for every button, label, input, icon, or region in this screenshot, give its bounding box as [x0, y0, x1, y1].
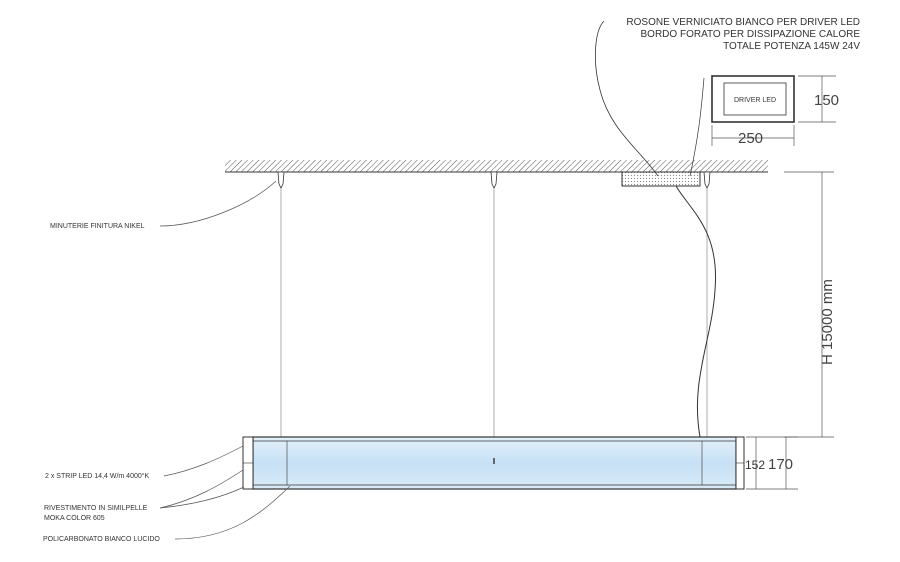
lamp-body — [242, 436, 745, 490]
rosone-canopy — [621, 171, 701, 187]
policarbonato-note: POLICARBONATO BIANCO LUCIDO — [43, 536, 160, 543]
rivestimento-leader-1 — [159, 469, 244, 509]
power-cable — [675, 185, 717, 438]
ceiling — [225, 160, 768, 173]
rivestimento-leader-2 — [159, 486, 245, 509]
rosone-note-line2: BORDO FORATO PER DISSIPAZIONE CALORE — [641, 29, 861, 40]
rosone-note-line3: TOTALE POTENZA 145W 24V — [723, 41, 860, 52]
suspension-cables — [280, 188, 708, 437]
body-dimension-lines — [746, 436, 798, 490]
strip-led-note: 2 x STRIP LED 14,4 W/m 4000°K — [45, 472, 150, 480]
rivestimento-note-line1: RIVESTIMENTO IN SIMILPELLE — [44, 505, 148, 512]
driver-leader — [689, 77, 705, 177]
rivestimento-note-line2: MOKA COLOR 605 — [44, 515, 105, 522]
policarbonato-leader — [174, 485, 291, 540]
ceiling-fixing-1 — [277, 171, 285, 189]
driver-height-dim: 150 — [814, 92, 839, 109]
body-inner-height-dim: 152 — [745, 458, 765, 472]
ceiling-fixing-3 — [703, 171, 711, 189]
body-outer-height-dim: 170 — [768, 456, 793, 473]
minuterie-note: MINUTERIE FINITURA NIKEL — [50, 223, 145, 230]
driver-dimension-lines — [711, 75, 836, 146]
rosone-note-line1: ROSONE VERNICIATO BIANCO PER DRIVER LED — [626, 17, 860, 28]
strip-led-leader — [163, 445, 244, 477]
driver-box — [711, 75, 795, 123]
minuterie-leader — [159, 180, 277, 227]
suspension-height-dim: H 15000 mm — [819, 279, 836, 365]
rosone-leader — [595, 20, 659, 177]
driver-label: DRIVER LED — [734, 97, 776, 104]
ceiling-fixing-2 — [490, 171, 498, 189]
driver-width-dim: 250 — [738, 130, 763, 147]
